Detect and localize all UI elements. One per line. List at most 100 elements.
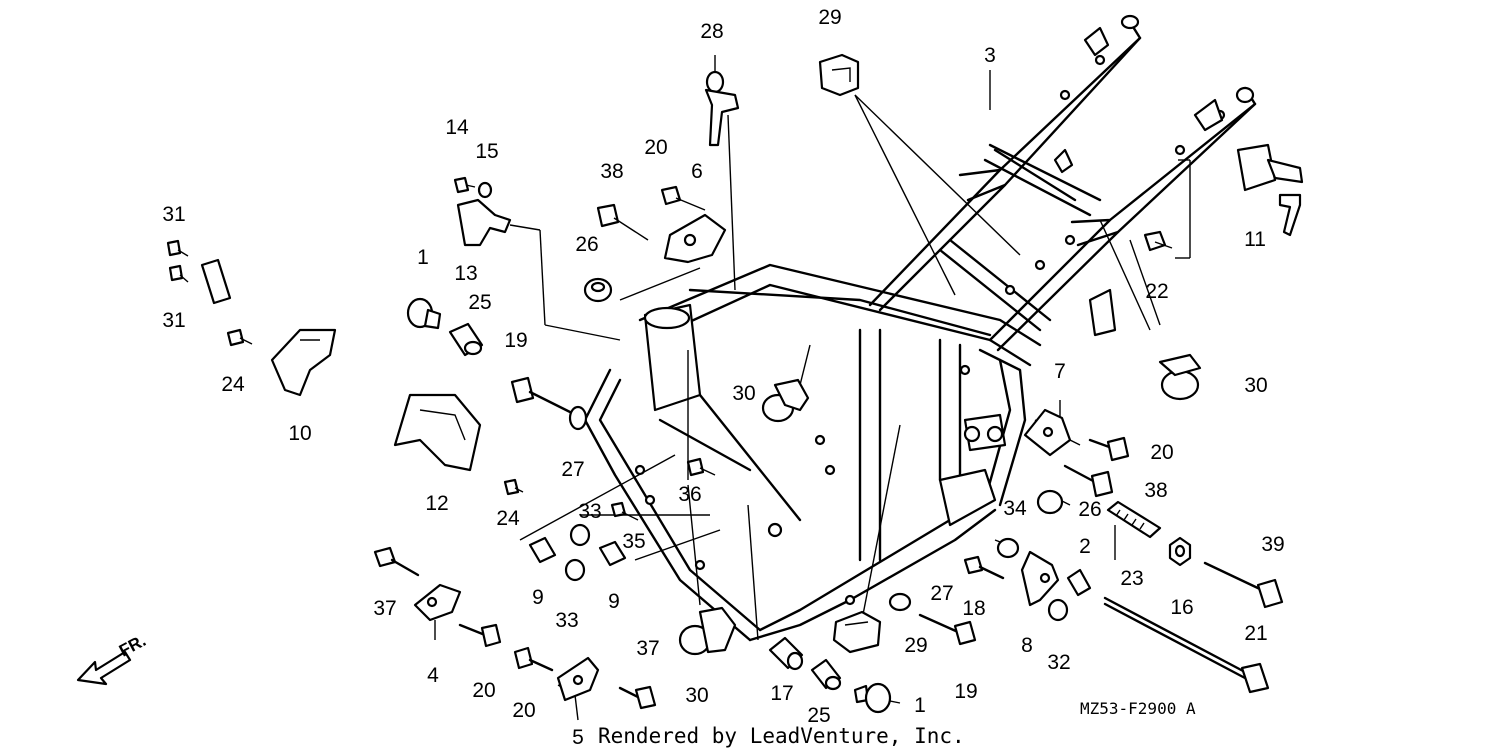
- front-direction-arrow: FR.: [76, 631, 149, 686]
- callout-32: 32: [1047, 651, 1070, 674]
- callout-25-lower: 25: [807, 704, 830, 727]
- part-20-bolt-right: [1088, 436, 1130, 462]
- callout-19-upper: 19: [504, 329, 527, 352]
- part-34-nut: [996, 537, 1020, 559]
- callout-23: 23: [1120, 567, 1143, 590]
- callout-18: 18: [962, 597, 985, 620]
- callout-25-upper: 25: [468, 291, 491, 314]
- part-11-ignition-switch: [1236, 143, 1304, 237]
- callout-13: 13: [454, 262, 477, 285]
- callout-36: 36: [678, 483, 701, 506]
- part-38-bolt-right: [1063, 464, 1114, 498]
- part-16-nut: [1168, 536, 1192, 567]
- callout-9-left: 9: [532, 586, 544, 609]
- callout-2: 2: [1079, 535, 1091, 558]
- callout-1-lower: 1: [914, 694, 926, 717]
- part-37-bolt-upper: [373, 546, 420, 577]
- callout-33-lower: 33: [555, 609, 578, 632]
- part-1-grommet-top: [406, 297, 442, 330]
- part-24-screw-mid: [503, 478, 524, 496]
- part-33-nut-upper: [569, 523, 591, 547]
- callout-15: 15: [475, 140, 498, 163]
- part-32-nut: [1047, 598, 1069, 622]
- part-31-plate: [200, 258, 232, 305]
- callout-38-upper: 38: [600, 160, 623, 183]
- callout-6: 6: [691, 160, 703, 183]
- callout-33-upper: 33: [578, 500, 601, 523]
- part-19-bolt-lower: [918, 613, 977, 646]
- part-15-washer: [477, 181, 493, 199]
- part-37-bolt-lower: [618, 685, 657, 710]
- leader-lines: [434, 55, 1191, 721]
- callout-5: 5: [572, 726, 584, 749]
- part-21-long-bolt: [1103, 596, 1270, 694]
- callout-21: 21: [1244, 622, 1267, 645]
- part-20-bolt-lower-b: [513, 646, 554, 672]
- main-frame: [583, 14, 1257, 642]
- callout-14: 14: [445, 116, 469, 139]
- part-26-grommet-right: [1036, 489, 1064, 515]
- part-31-bolts: [166, 239, 189, 283]
- diagram-code: MZ53-F2900 A: [1080, 699, 1196, 718]
- callout-3: 3: [984, 44, 996, 67]
- callout-8: 8: [1021, 634, 1033, 657]
- render-credit: Rendered by LeadVenture, Inc.: [598, 724, 965, 748]
- callout-12: 12: [425, 492, 448, 515]
- part-17-collar: [768, 636, 804, 671]
- part-26-grommet-top: [583, 277, 613, 303]
- part-4-bracket: [413, 583, 462, 622]
- callout-24-left: 24: [221, 373, 245, 396]
- callout-4: 4: [427, 664, 439, 687]
- part-1-grommet-lower: [853, 682, 892, 714]
- callout-1-upper: 1: [417, 246, 429, 269]
- part-12-cover: [393, 393, 482, 472]
- part-30-clamp-center: [761, 378, 810, 423]
- callout-34: 34: [1003, 497, 1027, 520]
- part-29-clip-lower: [832, 610, 882, 654]
- part-7-bracket: [1023, 408, 1072, 457]
- callout-38-right: 38: [1144, 479, 1167, 502]
- callout-27-left: 27: [561, 458, 584, 481]
- callout-24-mid: 24: [496, 507, 520, 530]
- callout-26-upper: 26: [575, 233, 598, 256]
- part-33-nut-lower: [564, 558, 586, 582]
- part-9-spacer-right: [598, 540, 627, 567]
- part-13-bracket: [456, 198, 512, 247]
- part-29-clip-upper: [818, 53, 860, 97]
- callout-22: 22: [1145, 280, 1168, 303]
- part-38-bolt-top: [596, 203, 649, 241]
- callout-27-right: 27: [930, 582, 953, 605]
- part-25-collar-lower: [810, 658, 842, 691]
- part-35-bolt: [610, 501, 639, 521]
- callout-29-lower: 29: [904, 634, 927, 657]
- callout-16: 16: [1170, 596, 1193, 619]
- part-30-clamp-right: [1158, 353, 1202, 401]
- callout-30-right: 30: [1244, 374, 1267, 397]
- part-10-cover: [270, 328, 337, 397]
- callout-9-right: 9: [608, 590, 620, 613]
- part-2-collar: [1066, 568, 1092, 597]
- part-19-bolt-top: [510, 376, 572, 414]
- callout-37-left: 37: [373, 597, 396, 620]
- callout-29-upper: 29: [818, 6, 841, 29]
- callout-19-lower: 19: [954, 680, 977, 703]
- callout-30-center: 30: [732, 382, 755, 405]
- part-20-bolt-lower-a: [458, 623, 502, 648]
- callout-20-right: 20: [1150, 441, 1173, 464]
- part-25-collar-top: [448, 322, 484, 357]
- callout-7: 7: [1054, 360, 1066, 383]
- part-22-bolt: [1143, 230, 1173, 252]
- callout-17: 17: [770, 682, 793, 705]
- part-8-bracket: [1020, 550, 1060, 607]
- part-9-spacer-left: [528, 536, 557, 564]
- part-18-bolt: [963, 555, 1005, 580]
- callout-20-lower-left: 20: [472, 679, 495, 702]
- callout-35: 35: [622, 530, 645, 553]
- callout-37-lower: 37: [636, 637, 659, 660]
- part-30-clamp-lower: [678, 606, 737, 656]
- part-20-bolt-top: [660, 185, 706, 211]
- part-36-bolt: [686, 457, 716, 477]
- callout-39: 39: [1261, 533, 1284, 556]
